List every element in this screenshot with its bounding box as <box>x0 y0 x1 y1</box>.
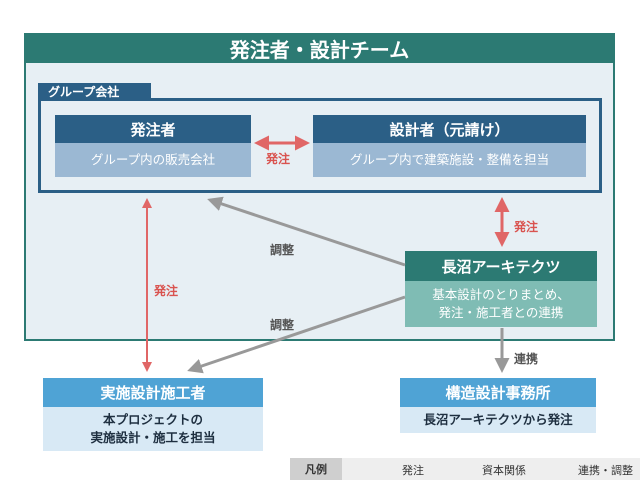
architect-subtitle-line1: 基本設計のとりまとめ、 <box>432 287 570 302</box>
designer-box-title: 設計者（元請け） <box>313 115 586 143</box>
label-architect-contractor: 調整 <box>270 318 295 332</box>
label-architect-group: 調整 <box>270 243 295 257</box>
structural-box-title: 構造設計事務所 <box>400 378 596 407</box>
legend-title: 凡例 <box>290 458 342 480</box>
legend-order-label: 発注 <box>402 464 424 477</box>
architect-box-subtitle: 基本設計のとりまとめ、 発注・施工者との連携 <box>405 281 597 327</box>
structural-box-subtitle: 長沼アーキテクツから発注 <box>400 407 596 433</box>
legend-coord-label: 連携・調整 <box>578 464 633 477</box>
contractor-box-subtitle: 本プロジェクトの 実施設計・施工を担当 <box>43 407 263 451</box>
legend-bar <box>290 458 640 480</box>
coord-arrow-architect-contractor <box>187 295 406 374</box>
architect-subtitle-line2: 発注・施工者との連携 <box>438 305 564 320</box>
team-title: 発注者・設計チーム <box>24 33 615 63</box>
client-box-subtitle: グループ内の販売会社 <box>55 143 251 177</box>
coord-arrow-architect-group <box>207 196 406 267</box>
contractor-box-title: 実施設計施工者 <box>43 378 263 407</box>
label-architect-structural: 連携 <box>514 352 539 366</box>
contractor-subtitle-line2: 実施設計・施工を担当 <box>90 430 216 445</box>
client-box-title: 発注者 <box>55 115 251 143</box>
group-company-label: グループ会社 <box>38 83 151 99</box>
designer-box-subtitle: グループ内で建築施設・整備を担当 <box>313 143 586 177</box>
label-designer-architect: 発注 <box>514 220 539 234</box>
architect-box-title: 長沼アーキテクツ <box>405 251 597 281</box>
legend-capital-label: 資本関係 <box>482 464 526 477</box>
label-client-designer: 発注 <box>266 152 291 166</box>
contractor-subtitle-line1: 本プロジェクトの <box>102 412 203 427</box>
label-client-contractor: 発注 <box>154 284 179 298</box>
